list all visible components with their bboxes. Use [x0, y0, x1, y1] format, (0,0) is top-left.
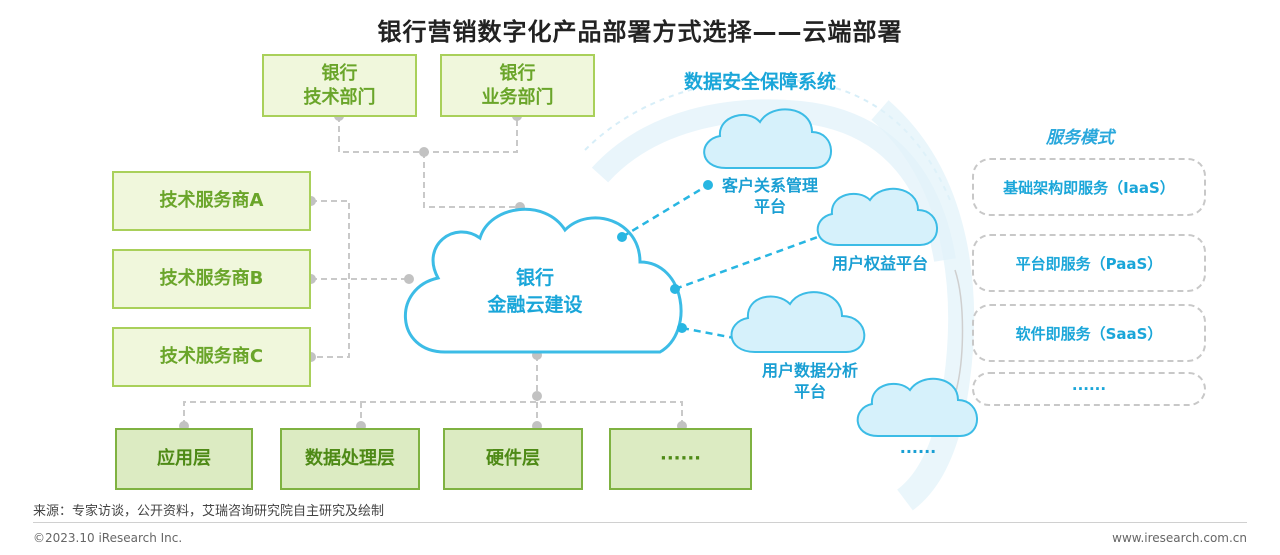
security-arc-right	[871, 100, 974, 511]
crm-line1: 客户关系管理	[721, 176, 818, 195]
bank-tech-line1: 银行	[321, 62, 358, 84]
cloud-crm	[703, 108, 832, 169]
provider-a-label: 技术服务商A	[159, 190, 264, 211]
service-saas: 软件即服务（SaaS）	[972, 304, 1206, 362]
layer-data-processing-box: 数据处理层	[280, 428, 420, 490]
provider-b-label: 技术服务商B	[159, 268, 264, 289]
provider-c-label: 技术服务商C	[159, 346, 264, 367]
service-more-label: ······	[1071, 380, 1107, 398]
layer-more-box: ······	[609, 428, 752, 490]
source-note: 来源：专家访谈，公开资料，艾瑞咨询研究院自主研究及绘制	[33, 504, 385, 519]
layer-hardware-box: 硬件层	[443, 428, 583, 490]
crm-platform-label: 客户关系管理平台	[690, 175, 850, 217]
layer-more-label: ······	[659, 448, 702, 469]
cloud-analytics	[730, 291, 866, 353]
provider-a-box: 技术服务商A	[112, 171, 311, 231]
service-mode-label: 服务模式	[1046, 128, 1114, 148]
copyright: ©2023.10 iResearch Inc.	[33, 531, 183, 545]
bank-tech-dept-box: 银行技术部门	[262, 54, 417, 117]
service-paas: 平台即服务（PaaS）	[972, 234, 1206, 292]
website-link[interactable]: www.iresearch.com.cn	[1112, 531, 1247, 545]
provider-b-box: 技术服务商B	[112, 249, 311, 309]
analytics-platform-label: 用户数据分析平台	[730, 360, 890, 402]
security-arc-outer	[584, 78, 951, 201]
service-more: ······	[972, 372, 1206, 406]
cloud-more	[856, 377, 978, 437]
footer-divider	[33, 522, 1247, 523]
provider-c-box: 技术服务商C	[112, 327, 311, 387]
layer-application-box: 应用层	[115, 428, 253, 490]
cloud-rights	[816, 187, 938, 246]
bank-tech-line2: 技术部门	[303, 86, 376, 108]
service-saas-label: 软件即服务（SaaS）	[1015, 324, 1163, 343]
center-cloud-label: 银行 金融云建设	[470, 265, 600, 319]
bank-business-dept-box: 银行业务部门	[440, 54, 595, 117]
analytics-line1: 用户数据分析	[761, 361, 858, 380]
center-cloud	[403, 207, 683, 354]
security-system-label: 数据安全保障系统	[683, 71, 836, 93]
service-iaas-label: 基础架构即服务（IaaS）	[1003, 178, 1175, 197]
service-iaas: 基础架构即服务（IaaS）	[972, 158, 1206, 216]
service-bracket	[954, 269, 964, 396]
rights-platform-label: 用户权益平台	[831, 254, 928, 273]
bank-business-line2: 业务部门	[481, 86, 554, 108]
more-cloud-label: ······	[899, 442, 937, 461]
layer-hardware-label: 硬件层	[486, 448, 540, 469]
center-cloud-line1: 银行	[515, 267, 554, 289]
page-title: 银行营销数字化产品部署方式选择——云端部署	[377, 18, 903, 46]
crm-line2: 平台	[753, 197, 786, 216]
layer-data-processing-label: 数据处理层	[305, 448, 395, 469]
layer-application-label: 应用层	[157, 448, 211, 469]
center-cloud-line2: 金融云建设	[487, 294, 583, 316]
analytics-line2: 平台	[793, 382, 826, 401]
service-paas-label: 平台即服务（PaaS）	[1015, 254, 1163, 273]
bank-business-line1: 银行	[499, 62, 536, 84]
